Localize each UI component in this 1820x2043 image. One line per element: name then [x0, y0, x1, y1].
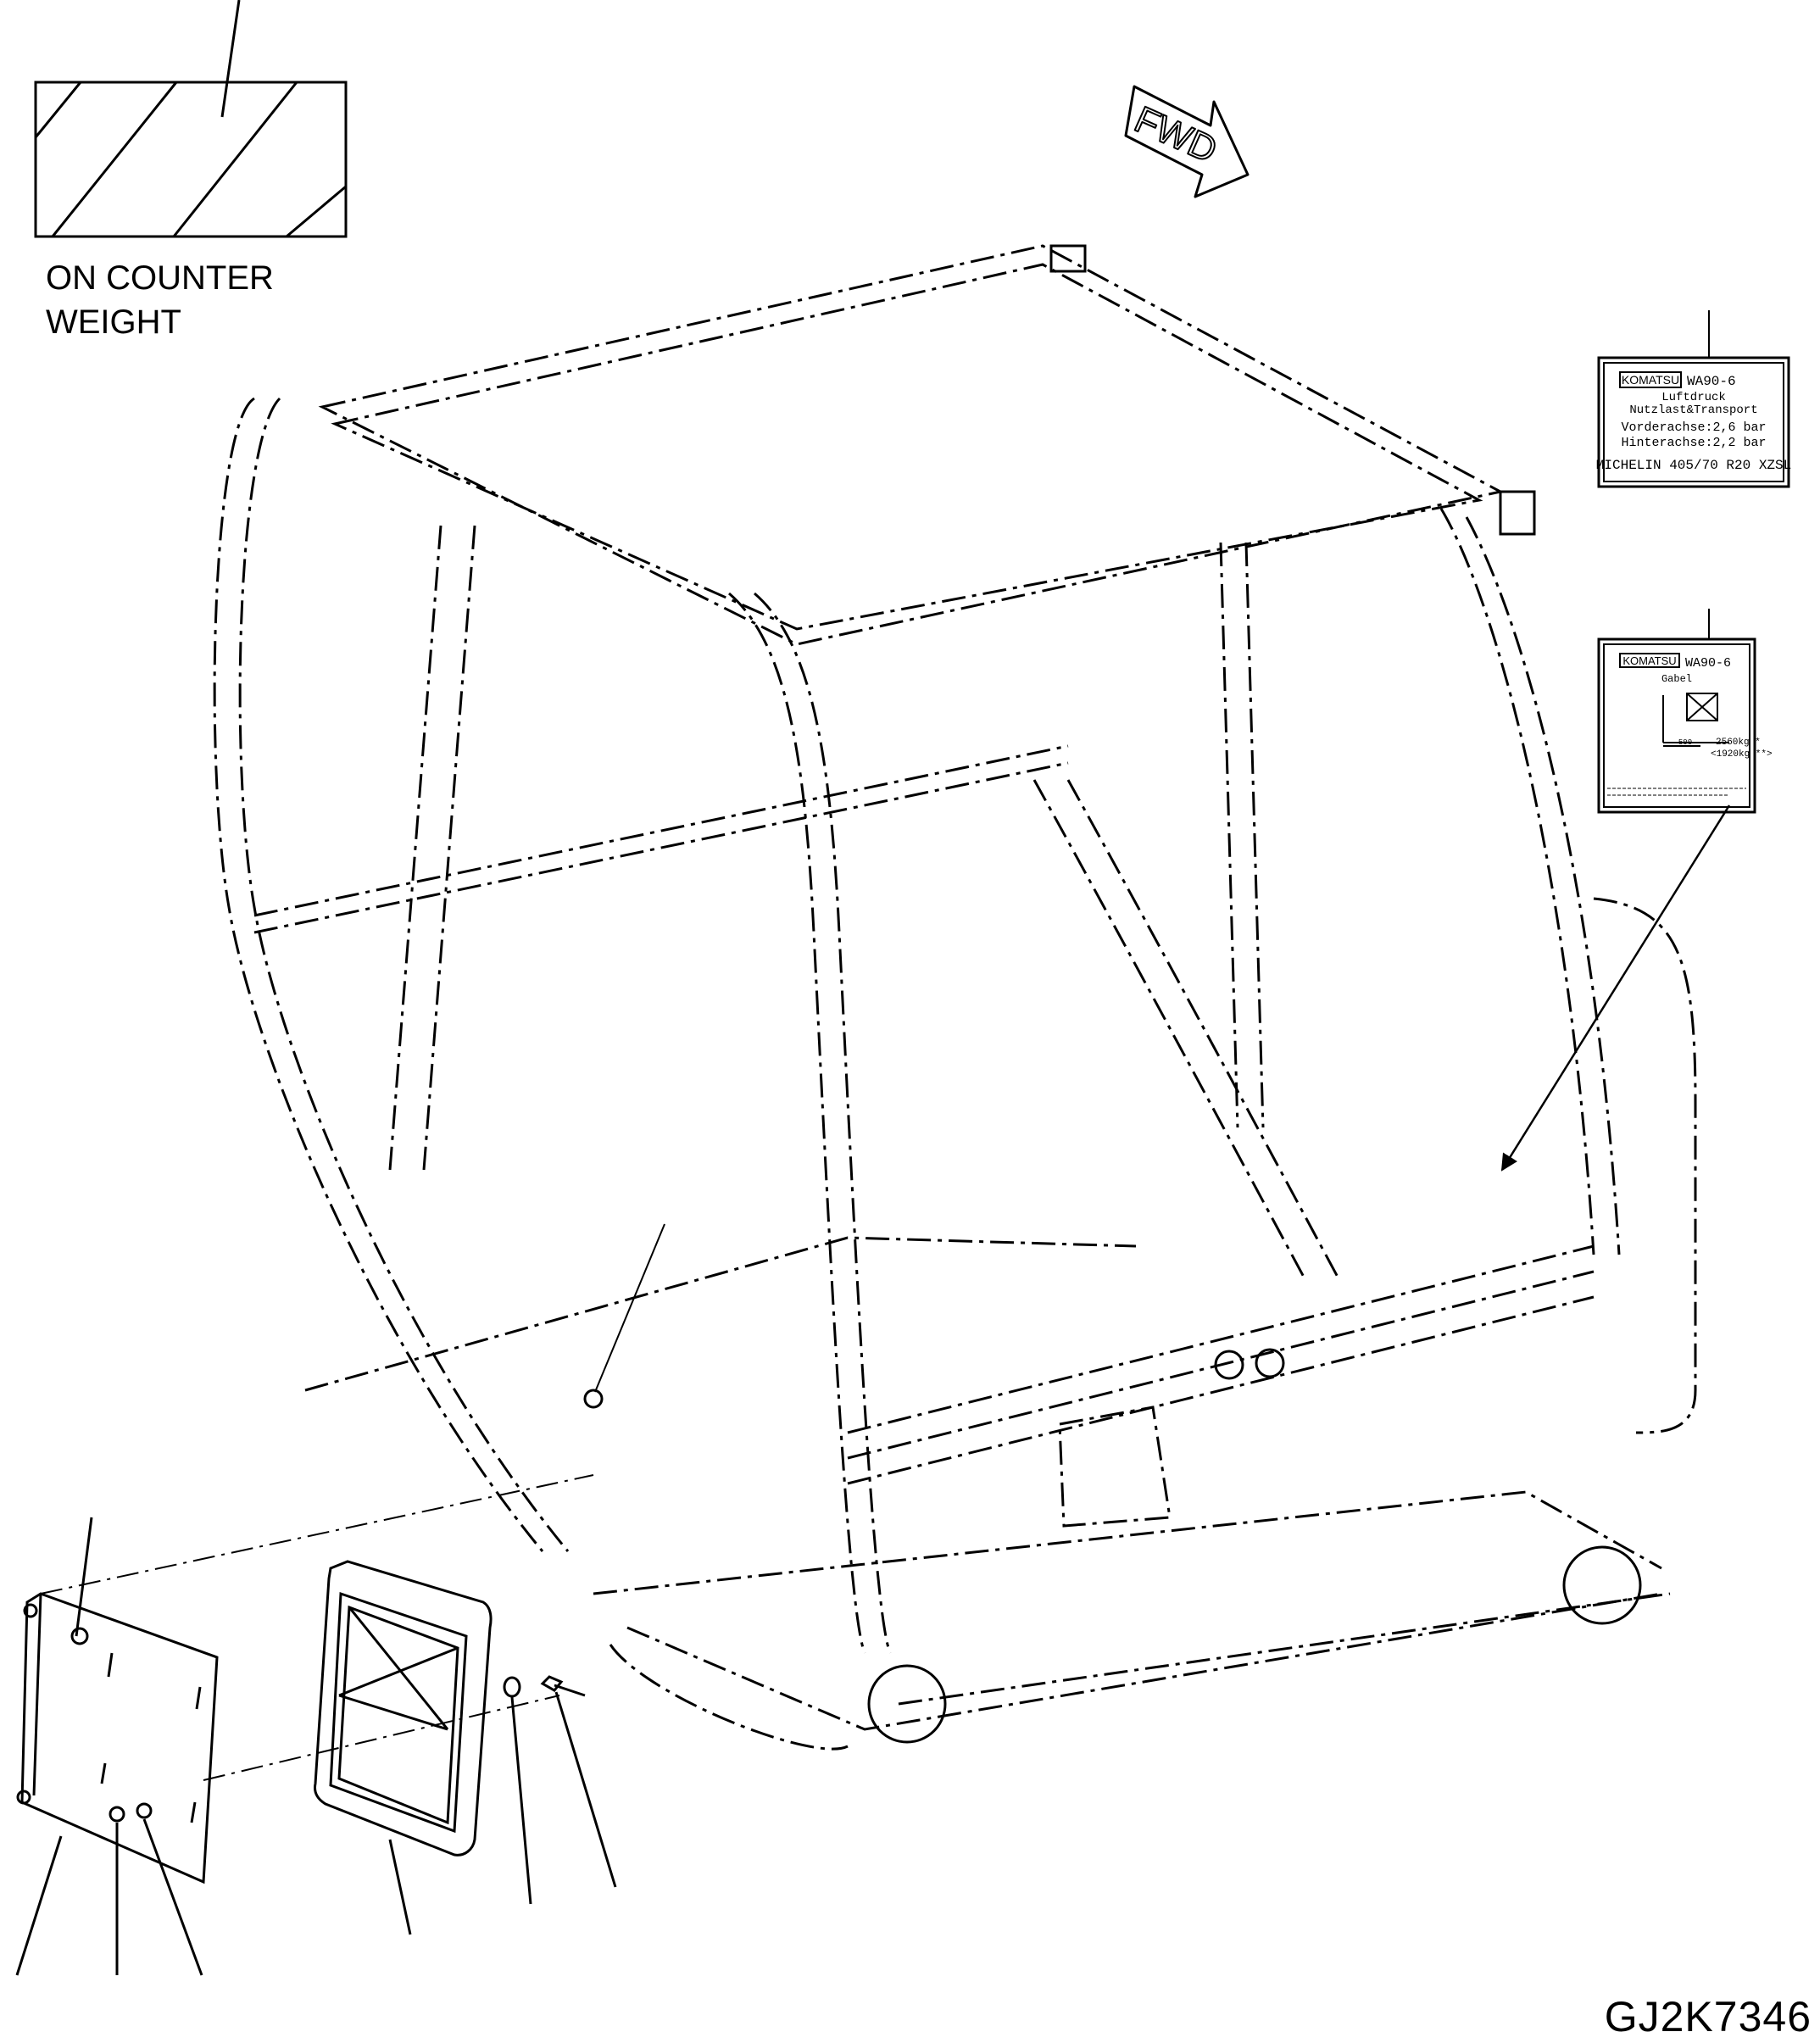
counterweight-note: ON COUNTER WEIGHT	[46, 256, 274, 344]
counterweight-panel	[34, 0, 348, 238]
drawing-id: GJ2K7346	[1604, 1993, 1812, 2040]
counterweight-note-line1: ON COUNTER	[46, 259, 274, 297]
decal-tire-line3: Vorderachse:2,6 bar	[1621, 420, 1766, 435]
leader-arrow-decal-fork	[1500, 804, 1731, 1172]
cab-frame	[213, 244, 1697, 1751]
leader-line-cover-plate	[15, 1835, 63, 1976]
decal-fork-load-primary: 2560kg *	[1716, 738, 1761, 748]
leader-line-plate-bolt	[75, 1517, 93, 1637]
fork-load-icon	[1662, 693, 1729, 747]
decal-tire-model: WA90-6	[1687, 374, 1736, 389]
cover-plate	[15, 1517, 219, 1976]
decal-fork-title: Gabel	[1661, 673, 1692, 685]
decal-tire-line2: Nutzlast&Transport	[1629, 404, 1757, 417]
leader-line-cover-frame	[388, 1839, 412, 1935]
decal-tire-line4: Hinterachse:2,2 bar	[1621, 436, 1766, 450]
leader-line-plate-washer	[142, 1818, 203, 1976]
washer-and-bolt	[503, 1675, 617, 1905]
decal-fork-model: WA90-6	[1685, 656, 1731, 671]
decal-tire-line1: Luftdruck	[1661, 391, 1726, 404]
leader-line-counterweight	[220, 0, 241, 118]
decal-tire-brand: KOMATSU	[1622, 373, 1679, 387]
decal-tire-pressure: KOMATSU WA90-6 Luftdruck Nutzlast&Transp…	[1596, 310, 1791, 488]
frame-details	[583, 244, 1642, 1744]
decal-fork-load-secondary: <1920kg **>	[1711, 749, 1773, 760]
leader-line-bolt	[554, 1691, 617, 1888]
decal-fork-dimension: 500	[1678, 738, 1692, 747]
decal-fork-load: KOMATSU WA90-6 Gabel 500 2560kg * <1920k…	[1597, 609, 1773, 814]
decal-fork-brand: KOMATSU	[1622, 654, 1676, 667]
counterweight-note-line2: WEIGHT	[46, 303, 181, 341]
assembly-guide-lines	[40, 1474, 594, 1781]
leader-line-washer	[510, 1696, 532, 1905]
fwd-arrow-icon: FWD	[1124, 85, 1250, 198]
decal-tire-line5: MICHELIN 405/70 R20 XZSL	[1596, 458, 1791, 473]
leader-line-frame-nut	[594, 1223, 665, 1393]
cover-frame	[314, 1560, 493, 1935]
